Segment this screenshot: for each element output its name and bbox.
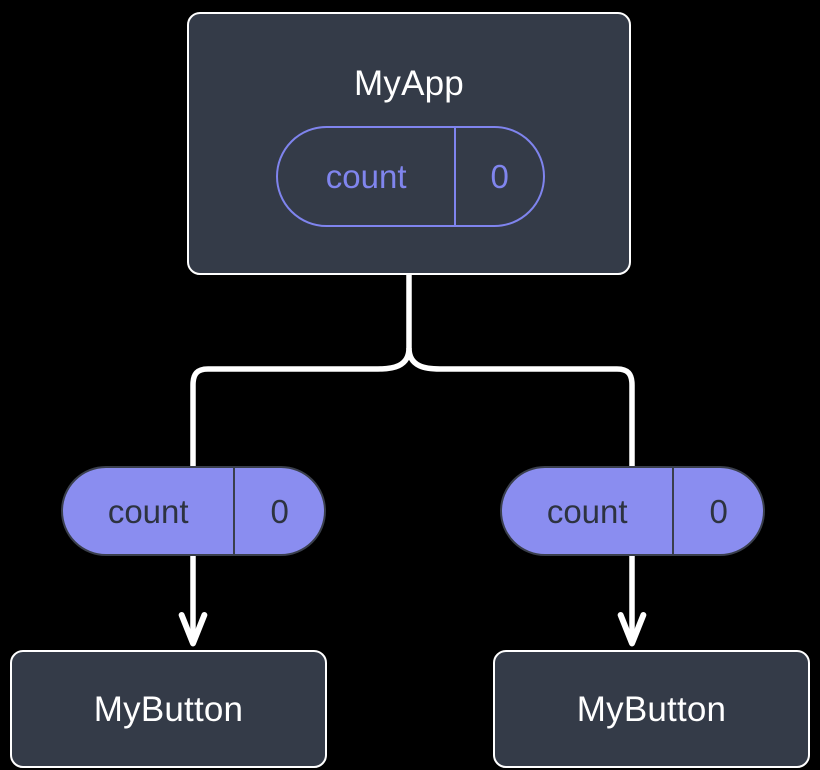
node-mybutton-title: MyButton: [93, 689, 244, 729]
state-pill-right-count[interactable]: count 0: [500, 466, 765, 556]
node-mybutton-right[interactable]: MyButton: [493, 650, 810, 768]
state-pill-left-count[interactable]: count 0: [61, 466, 326, 556]
state-pill-key: count: [325, 158, 407, 195]
state-pill-value: 0: [233, 468, 324, 554]
state-pill-myapp-count[interactable]: count 0: [276, 126, 545, 227]
node-mybutton-title: MyButton: [576, 689, 727, 729]
state-pill-key: count: [546, 492, 628, 530]
state-pill-value: 0: [454, 128, 543, 225]
node-mybutton-left[interactable]: MyButton: [10, 650, 327, 768]
edge-fork-right: [406, 347, 635, 466]
state-pill-key: count: [107, 492, 189, 530]
edge-fork-left: [190, 347, 412, 466]
state-pill-value: 0: [672, 468, 763, 554]
node-myapp-title: MyApp: [354, 64, 464, 103]
